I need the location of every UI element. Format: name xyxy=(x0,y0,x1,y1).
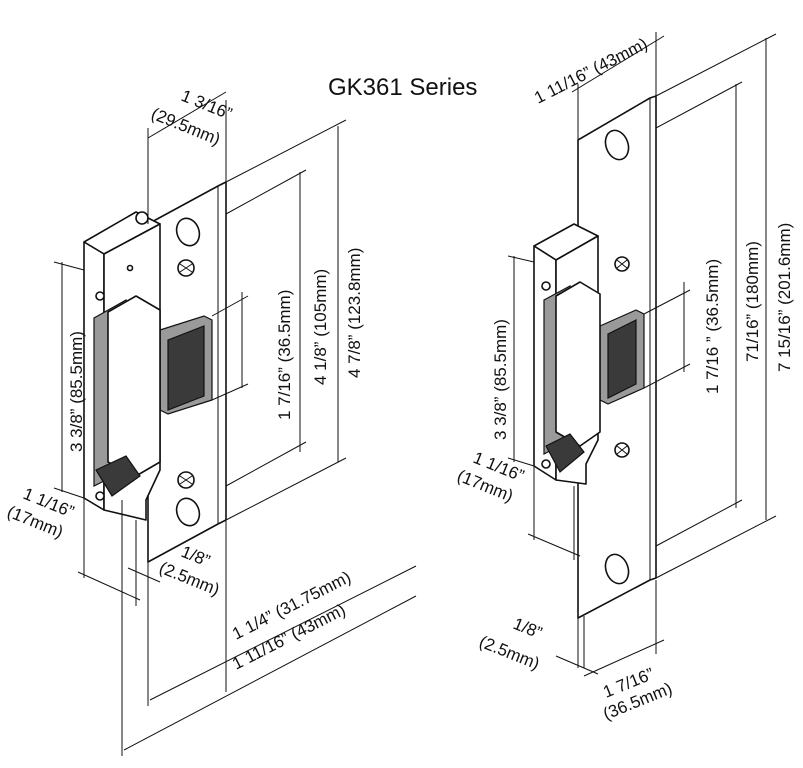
drawing-title: GK361 Series xyxy=(328,74,477,101)
left-bottom-hole xyxy=(175,497,201,527)
right-bottom-hole xyxy=(604,553,630,585)
left-plate-height: 4 7/8” (123.8mm) xyxy=(345,248,364,378)
right-keeper-height: 1 7/16 ” (36.5mm) xyxy=(703,259,722,394)
left-top-hole xyxy=(175,217,201,247)
left-strike-drawing xyxy=(83,181,227,563)
right-housing-height: 3 3/8” (85.5mm) xyxy=(491,319,510,440)
left-body-height: 4 1/8” (105mm) xyxy=(311,269,330,385)
right-body-height: 71/16” (180mm) xyxy=(743,241,762,362)
right-strike-drawing xyxy=(533,95,657,619)
left-keeper-height: 1 7/16” (36.5mm) xyxy=(275,290,294,420)
right-plate-height: 7 15/16” (201.6mm) xyxy=(775,223,794,372)
right-top-hole xyxy=(604,129,630,161)
right-lip-in: 1/8” xyxy=(511,614,546,643)
left-lip-mm: (2.5mm) xyxy=(157,558,223,599)
right-top-width: 1 11/16” (43mm) xyxy=(531,34,650,107)
left-housing-height: 3 3/8” (85.5mm) xyxy=(67,331,86,452)
